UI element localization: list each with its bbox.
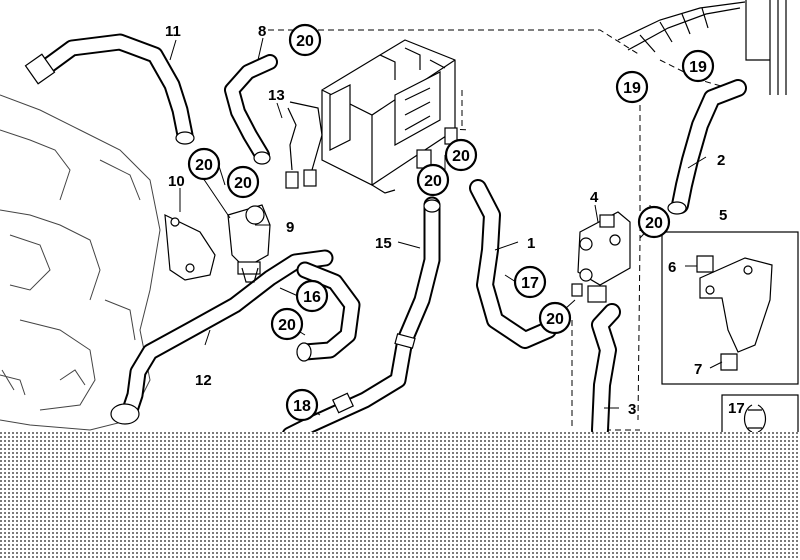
- auxiliary-heater: [321, 39, 458, 194]
- control-valve: [571, 211, 631, 303]
- svg-text:20: 20: [645, 215, 663, 232]
- svg-text:17: 17: [728, 400, 745, 417]
- svg-text:20: 20: [424, 173, 442, 190]
- halftone-band: [0, 432, 800, 560]
- callout-20-a: 20: [288, 23, 322, 57]
- callouts: 20 20 20 20 20 20 20 20: [187, 23, 745, 422]
- callout-20-e: 20: [444, 138, 478, 172]
- part-label-15: 15: [375, 235, 392, 252]
- svg-text:19: 19: [623, 80, 641, 97]
- callout-20-f: 20: [416, 163, 450, 197]
- callout-20-h: 20: [538, 301, 572, 335]
- part-label-2: 2: [717, 152, 725, 169]
- part-label-3: 3: [628, 401, 636, 418]
- callout-20-d: 20: [270, 307, 304, 341]
- callout-17-b: 17: [728, 400, 745, 417]
- callout-16: 16: [295, 279, 329, 313]
- part-label-4: 4: [590, 189, 599, 206]
- svg-text:20: 20: [546, 311, 564, 328]
- svg-text:18: 18: [293, 398, 311, 415]
- callout-20-g: 20: [637, 205, 671, 239]
- part-label-5: 5: [719, 207, 727, 224]
- callout-17-a: 17: [513, 265, 547, 299]
- bracket: [164, 213, 216, 281]
- svg-text:20: 20: [234, 175, 252, 192]
- part-label-13: 13: [268, 87, 285, 104]
- svg-text:20: 20: [296, 33, 314, 50]
- part-label-8: 8: [258, 23, 266, 40]
- part-labels: 11 8 13 10 9 12 15 1 4 2 5 6 7 3: [165, 23, 727, 418]
- hoses: [24, 33, 747, 444]
- engine-block: [0, 94, 161, 431]
- part-label-6: 6: [668, 259, 676, 276]
- part-label-1: 1: [527, 235, 535, 252]
- callout-20-c: 20: [226, 165, 260, 199]
- sensor-cable: [285, 101, 323, 189]
- callout-18: 18: [285, 388, 319, 422]
- svg-text:20: 20: [278, 317, 296, 334]
- svg-text:20: 20: [452, 148, 470, 165]
- part-label-11: 11: [165, 23, 181, 40]
- part-label-12: 12: [195, 372, 212, 389]
- callout-19-a: 19: [615, 70, 649, 104]
- part-label-9: 9: [286, 219, 294, 236]
- radiator: [617, 0, 787, 95]
- svg-text:17: 17: [521, 275, 539, 292]
- svg-text:19: 19: [689, 59, 707, 76]
- water-pump: [227, 204, 271, 283]
- svg-text:20: 20: [195, 157, 213, 174]
- svg-text:16: 16: [303, 289, 321, 306]
- callout-19-b: 19: [681, 49, 715, 83]
- part-label-7: 7: [694, 361, 702, 378]
- callout-20-b: 20: [187, 147, 221, 181]
- inset-bracket: [661, 231, 799, 385]
- part-label-10: 10: [168, 173, 185, 190]
